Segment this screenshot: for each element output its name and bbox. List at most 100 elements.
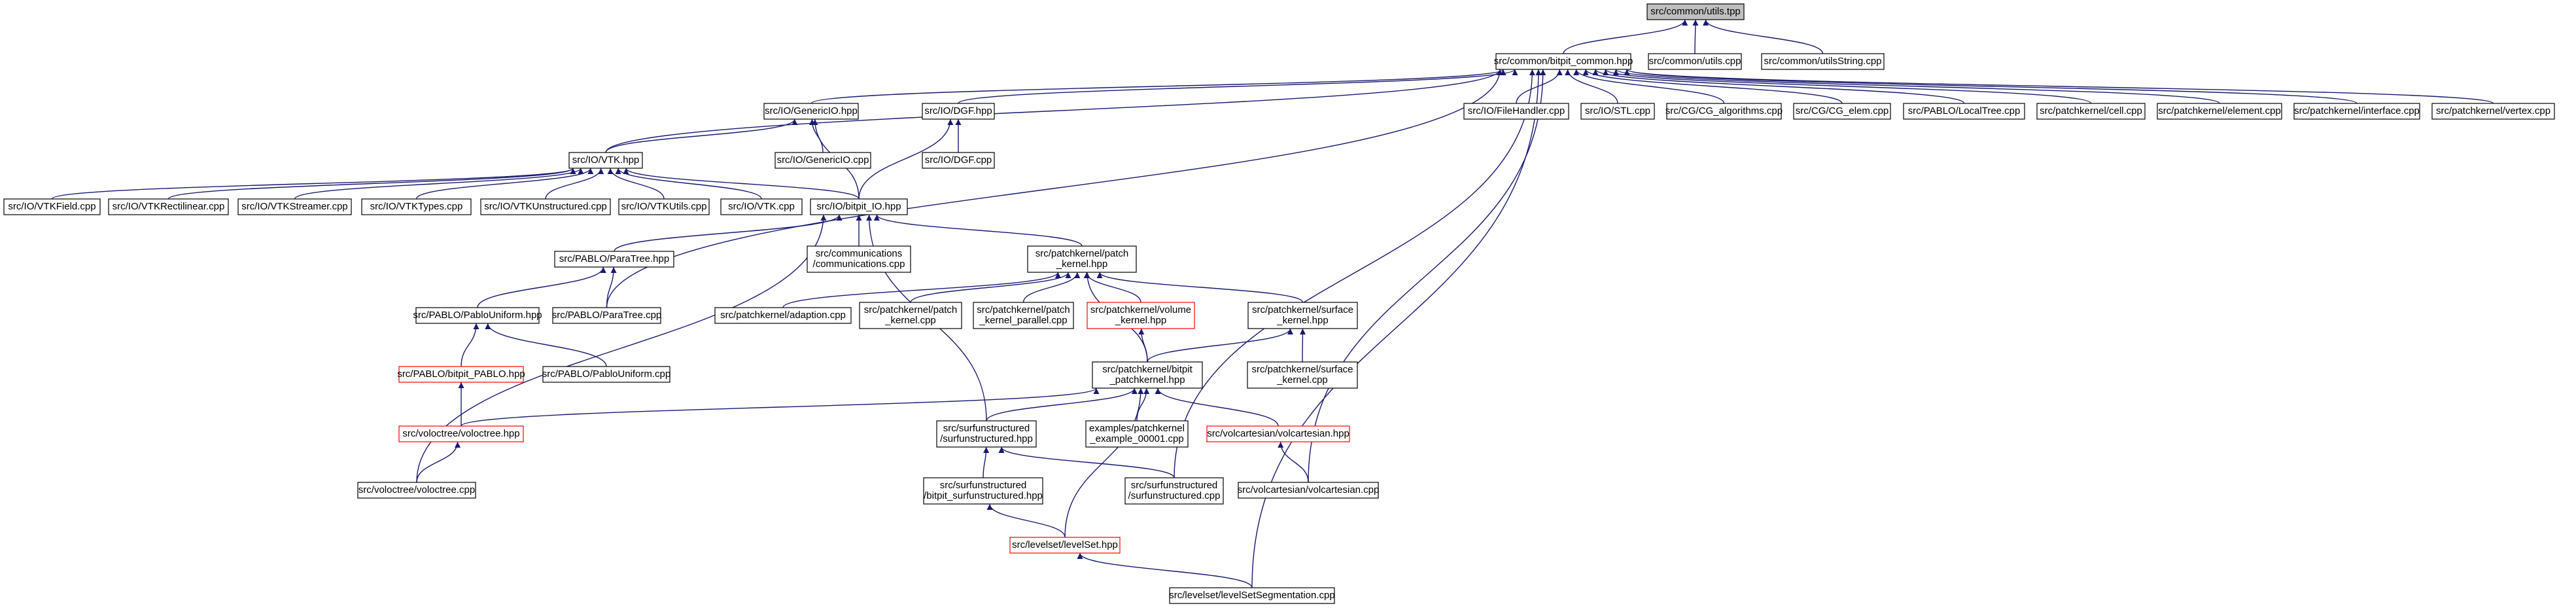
node-LocalTree[interactable]: src/PABLO/LocalTree.cpp: [1903, 103, 2025, 120]
node-box: [923, 477, 1043, 505]
node-label: src/common/bitpit_common.hpp: [1494, 56, 1633, 67]
node-DGF_cpp[interactable]: src/IO/DGF.cpp: [922, 152, 995, 169]
node-utils_tpp[interactable]: src/common/utils.tpp: [1646, 3, 1745, 20]
node-label: src/IO/VTK.cpp: [728, 201, 795, 212]
node-communications[interactable]: src/communications/communications.cpp: [807, 245, 911, 273]
node-label: src/IO/VTKField.cpp: [8, 201, 96, 212]
node-label: src/IO/VTKRectilinear.cpp: [113, 201, 225, 212]
node-bitpit_PABLO[interactable]: src/PABLO/bitpit_PABLO.hpp: [397, 366, 525, 383]
node-surface_kernel_hpp[interactable]: src/patchkernel/surface_kernel.hpp: [1247, 302, 1358, 329]
node-patch_kernel_hpp[interactable]: src/patchkernel/patch_kernel.hpp: [1027, 245, 1137, 273]
node-box: [357, 482, 476, 499]
node-box: [1087, 302, 1195, 329]
node-label: src/voloctree/voloctree.hpp: [402, 428, 519, 439]
node-label: src/IO/FileHandler.cpp: [1468, 105, 1565, 117]
node-box: [108, 198, 229, 215]
node-STL_cpp[interactable]: src/IO/STL.cpp: [1580, 103, 1655, 120]
node-surfunstructured_cpp[interactable]: src/surfunstructured/surfunstructured.cp…: [1124, 477, 1224, 505]
node-VTKTypes[interactable]: src/IO/VTKTypes.cpp: [361, 198, 472, 215]
edge-interface_cpp-to-bitpit_common: [1624, 69, 2358, 104]
node-surface_kernel_cpp[interactable]: src/patchkernel/surface_kernel.cpp: [1247, 361, 1358, 389]
node-box: [1169, 587, 1335, 604]
edge-surfunstructured_cpp-to-surfunstructured_hpp: [998, 446, 1175, 478]
edge-bitpit_surfunstructured-to-surfunstructured_hpp: [983, 446, 990, 478]
node-voloctree_cpp[interactable]: src/voloctree/voloctree.cpp: [357, 482, 476, 499]
node-patch_kernel_parallel[interactable]: src/patchkernel/patch_kernel_parallel.cp…: [973, 302, 1074, 329]
node-box: [2157, 103, 2282, 120]
node-adaption_cpp[interactable]: src/patchkernel/adaption.cpp: [714, 307, 852, 324]
edge-levelSet_hpp-to-bitpit_surfunstructured: [986, 503, 1066, 538]
node-label: src/PABLO/LocalTree.cpp: [1908, 105, 2021, 117]
edge-LocalTree-to-bitpit_common: [1592, 69, 1965, 104]
node-label: _example_00001.cpp: [1089, 433, 1183, 444]
node-ParaTree_cpp[interactable]: src/PABLO/ParaTree.cpp: [552, 307, 662, 324]
node-voloctree_hpp[interactable]: src/voloctree/voloctree.hpp: [398, 425, 524, 442]
node-label: src/patchkernel/patch: [1036, 248, 1129, 259]
node-patch_kernel_cpp[interactable]: src/patchkernel/patch_kernel.cpp: [859, 302, 962, 329]
node-surfunstructured_hpp[interactable]: src/surfunstructured/surfunstructured.hp…: [936, 420, 1037, 448]
node-label: src/patchkernel/surface: [1252, 304, 1353, 315]
edge-surfunstructured_hpp-to-bitpit_patchkernel: [986, 387, 1138, 422]
node-label: src/PABLO/ParaTree.cpp: [552, 310, 662, 321]
node-box: [1666, 103, 1782, 120]
edge-bitpit_patchkernel-to-surface_kernel_hpp: [1147, 328, 1293, 363]
edge-PabloUniform_hpp-to-ParaTree_hpp: [477, 266, 606, 308]
edge-surfunstructured_cpp-to-bitpit_common: [1174, 69, 1535, 478]
node-CG_algorithms[interactable]: src/CG/CG_algorithms.cpp: [1665, 103, 1783, 120]
node-label: src/IO/VTK.hpp: [572, 154, 640, 166]
node-VTK_hpp[interactable]: src/IO/VTK.hpp: [568, 152, 643, 169]
node-utils_cpp[interactable]: src/common/utils.cpp: [1648, 53, 1742, 70]
node-label: src/CG/CG_algorithms.cpp: [1665, 105, 1783, 117]
node-VTK_cpp[interactable]: src/IO/VTK.cpp: [720, 198, 803, 215]
node-VTKUnstructured[interactable]: src/IO/VTKUnstructured.cpp: [480, 198, 611, 215]
node-FileHandler[interactable]: src/IO/FileHandler.cpp: [1463, 103, 1569, 120]
node-GenericIO_cpp[interactable]: src/IO/GenericIO.cpp: [775, 152, 871, 169]
node-PabloUniform_cpp[interactable]: src/PABLO/PabloUniform.cpp: [542, 366, 670, 383]
node-box: [237, 198, 352, 215]
node-bitpit_patchkernel[interactable]: src/patchkernel/bitpit_patchkernel.hpp: [1092, 361, 1203, 389]
node-box: [2293, 103, 2420, 120]
node-bitpit_surfunstructured[interactable]: src/surfunstructured/bitpit_surfunstruct…: [923, 477, 1043, 505]
node-PabloUniform_hpp[interactable]: src/PABLO/PabloUniform.hpp: [413, 307, 542, 324]
node-VTKField[interactable]: src/IO/VTKField.cpp: [3, 198, 101, 215]
node-levelSetSegmentation[interactable]: src/levelset/levelSetSegmentation.cpp: [1169, 587, 1335, 604]
node-volcartesian_cpp[interactable]: src/volcartesian/volcartesian.cpp: [1238, 482, 1380, 499]
node-box: [568, 152, 643, 169]
node-label: src/common/utilsString.cpp: [1764, 56, 1881, 67]
node-box: [398, 425, 524, 442]
node-label: src/levelset/levelSetSegmentation.cpp: [1169, 590, 1334, 601]
node-box: [3, 198, 101, 215]
node-box: [1009, 537, 1121, 554]
node-DGF_hpp[interactable]: src/IO/DGF.hpp: [922, 103, 995, 120]
node-VTKUtils[interactable]: src/IO/VTKUtils.cpp: [618, 198, 710, 215]
node-CG_elem[interactable]: src/CG/CG_elem.cpp: [1793, 103, 1891, 120]
node-volcartesian_hpp[interactable]: src/volcartesian/volcartesian.hpp: [1206, 425, 1350, 442]
node-box: [480, 198, 611, 215]
edge-VTKField-to-VTK_hpp: [51, 168, 576, 200]
node-box: [361, 198, 472, 215]
node-label: _kernel.hpp: [1276, 315, 1328, 326]
node-cell_cpp[interactable]: src/patchkernel/cell.cpp: [2036, 103, 2146, 120]
node-VTKStreamer[interactable]: src/IO/VTKStreamer.cpp: [237, 198, 352, 215]
node-bitpit_common[interactable]: src/common/bitpit_common.hpp: [1494, 53, 1633, 70]
node-box: [1247, 361, 1358, 389]
node-utilsString[interactable]: src/common/utilsString.cpp: [1761, 53, 1885, 70]
node-box: [922, 152, 995, 169]
node-levelSet_hpp[interactable]: src/levelset/levelSet.hpp: [1009, 537, 1121, 554]
edge-VTKTypes-to-VTK_hpp: [415, 168, 594, 200]
node-VTKRectilinear[interactable]: src/IO/VTKRectilinear.cpp: [108, 198, 229, 215]
node-example_00001[interactable]: examples/patchkernel_example_00001.cpp: [1085, 420, 1189, 448]
node-label: src/surfunstructured: [940, 480, 1027, 491]
edge-bitpit_IO-to-VTK_hpp: [623, 168, 860, 200]
node-ParaTree_hpp[interactable]: src/PABLO/ParaTree.hpp: [554, 251, 674, 268]
node-vertex_cpp[interactable]: src/patchkernel/vertex.cpp: [2431, 103, 2555, 120]
node-element_cpp[interactable]: src/patchkernel/element.cpp: [2157, 103, 2282, 120]
node-box: [542, 366, 670, 383]
node-GenericIO_hpp[interactable]: src/IO/GenericIO.hpp: [763, 103, 859, 120]
edge-VTKUtils-to-VTK_hpp: [607, 168, 665, 200]
node-bitpit_IO[interactable]: src/IO/bitpit_IO.hpp: [810, 198, 908, 215]
node-interface_cpp[interactable]: src/patchkernel/interface.cpp: [2293, 103, 2420, 120]
edge-bitpit_PABLO-to-PabloUniform_hpp: [461, 323, 479, 367]
node-volume_kernel[interactable]: src/patchkernel/volume_kernel.hpp: [1087, 302, 1195, 329]
edge-surface_kernel_hpp-to-patch_kernel_hpp: [1096, 272, 1304, 303]
